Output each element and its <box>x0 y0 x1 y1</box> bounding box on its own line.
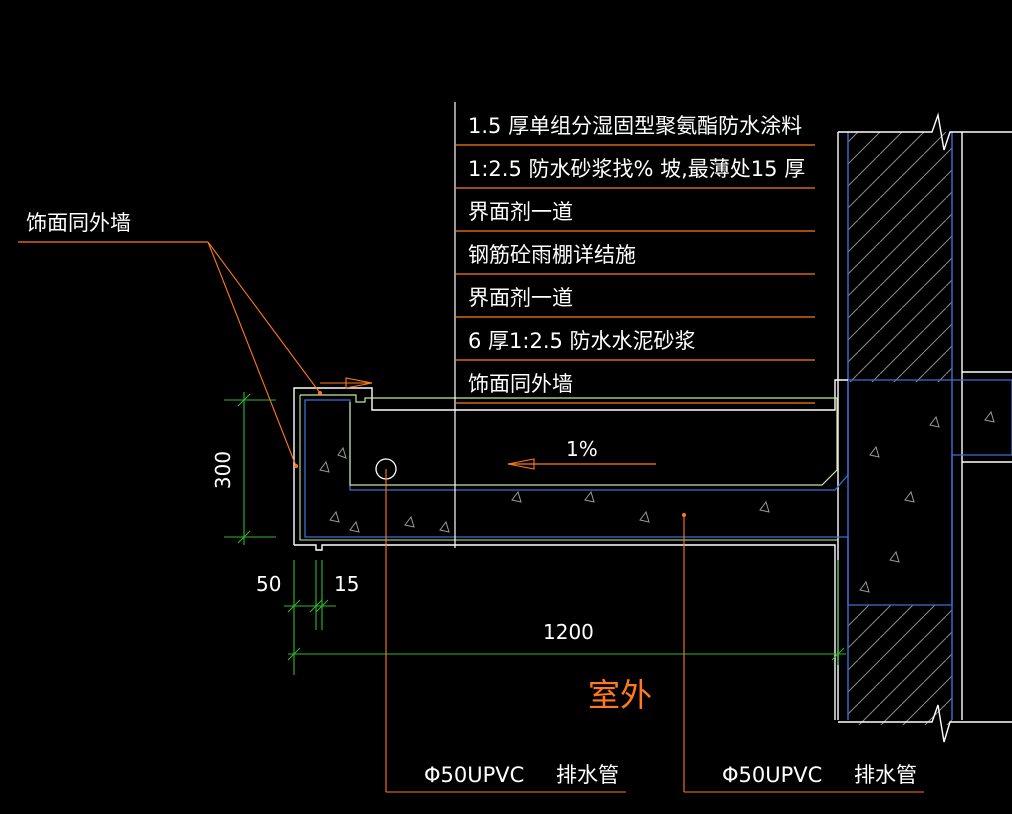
layer-label: 钢筋砼雨棚详结施 <box>468 243 636 267</box>
finish-arrow-head <box>345 377 373 389</box>
dim-span-label: 1200 <box>543 620 594 644</box>
slope-label: 1% <box>566 437 598 461</box>
layer-schedule: 1.5 厚单组分湿固型聚氨酯防水涂料 1:2.5 防水砂浆找% 坡,最薄处15 厚… <box>454 102 815 548</box>
drain-callout-1: Φ50UPVC 排水管 <box>385 469 626 793</box>
dim-edge-label: 50 <box>256 572 281 596</box>
finish-outline-bottom <box>294 544 836 720</box>
drain-callout-2: Φ50UPVC 排水管 <box>682 513 924 793</box>
dimensions <box>224 392 846 675</box>
finish-leader-dot-2 <box>294 464 298 468</box>
slab-section-outline <box>304 379 1012 606</box>
finish-leader-dot-1 <box>318 391 322 395</box>
dim-height-tick-top <box>237 393 251 407</box>
layer-label: 界面剂一道 <box>468 200 573 224</box>
layer-label: 6 厚1:2.5 防水水泥砂浆 <box>468 329 696 353</box>
finish-note-label: 饰面同外墙 <box>26 211 131 235</box>
finish-note-group: 饰面同外墙 <box>18 211 373 468</box>
dim-thin-label: 15 <box>334 572 359 596</box>
waterproof-mortar <box>299 395 838 541</box>
dim-small-tick-3 <box>315 599 329 613</box>
concrete-aggregate <box>319 410 995 593</box>
brick-wall <box>837 112 1012 743</box>
finish-outline-top <box>293 379 848 545</box>
waterproof-membrane <box>300 394 838 486</box>
slope-indicator: 1% <box>507 437 656 470</box>
dim-height-tick-bottom <box>237 530 251 544</box>
dim-small-tick-1 <box>287 599 301 613</box>
layer-label: 界面剂一道 <box>468 286 573 310</box>
layer-label: 1:2.5 防水砂浆找% 坡,最薄处15 厚 <box>468 157 805 181</box>
outside-label: 室外 <box>588 676 652 714</box>
layer-label: 饰面同外墙 <box>468 372 573 396</box>
slope-arrow-head <box>507 458 535 470</box>
break-mark-top <box>838 112 1012 151</box>
wall-hatch-lower <box>848 605 952 725</box>
layer-label: 1.5 厚单组分湿固型聚氨酯防水涂料 <box>468 114 802 138</box>
dim-span-tick-left <box>287 647 301 661</box>
drain-name-2: 排水管 <box>854 763 917 787</box>
dim-span-tick-right <box>831 647 845 661</box>
dim-height-label: 300 <box>211 451 235 489</box>
finish-leader-2 <box>207 241 297 467</box>
wall-hatch-upper <box>848 132 952 382</box>
drain-spec-2: Φ50UPVC <box>722 763 822 787</box>
dim-small-tick-2 <box>309 599 323 613</box>
break-mark-bottom <box>838 704 1012 743</box>
concrete-slab <box>293 379 1012 720</box>
drain-name-1: 排水管 <box>556 763 619 787</box>
drain-spec-1: Φ50UPVC <box>424 763 524 787</box>
finish-leader-1 <box>207 241 321 394</box>
